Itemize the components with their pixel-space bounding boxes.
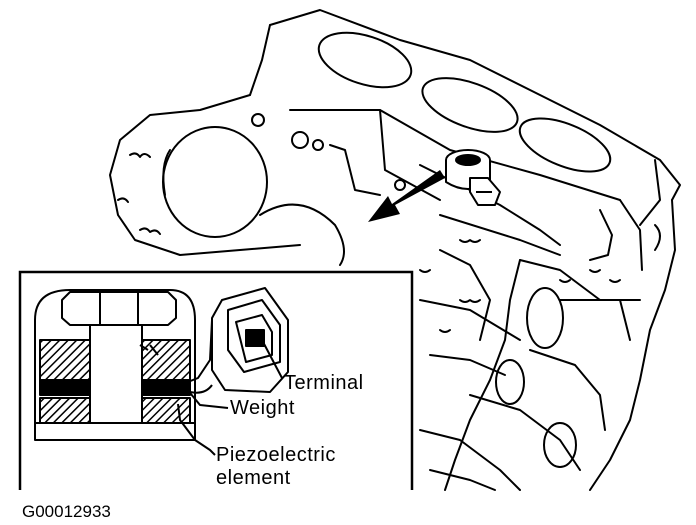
- label-terminal: Terminal: [284, 372, 364, 394]
- pointer-arrow: [368, 170, 445, 222]
- label-weight: Weight: [230, 397, 295, 419]
- knock-sensor-on-block: [445, 149, 501, 206]
- label-element: element: [216, 467, 291, 489]
- figure-id: G00012933: [22, 502, 111, 521]
- sensor-cross-section: [34, 287, 289, 456]
- label-piezoelectric: Piezoelectric: [216, 444, 336, 466]
